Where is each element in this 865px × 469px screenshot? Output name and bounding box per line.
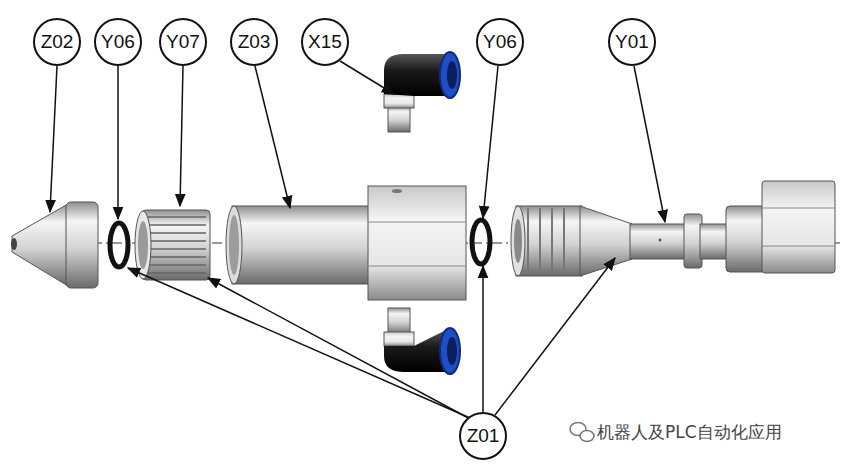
body-part	[226, 186, 466, 300]
callout-label: Y06	[101, 31, 135, 53]
callout-circle: Y06	[94, 18, 142, 66]
nozzle-part	[11, 202, 98, 288]
callout-label: Z01	[467, 425, 500, 447]
callout-circle: Y07	[159, 18, 207, 66]
callout-circle: Y06	[476, 18, 524, 66]
callout-label: Z03	[238, 31, 271, 53]
callout-label: Z02	[41, 31, 74, 53]
watermark-icon	[570, 423, 594, 442]
o-ring	[110, 223, 128, 267]
callout-label: Y07	[166, 31, 200, 53]
callout-circle: Z02	[33, 18, 81, 66]
callout-circle: Y01	[608, 18, 656, 66]
elbow-fitting	[384, 308, 460, 374]
callout-circle: Z03	[230, 18, 278, 66]
callout-circle: X15	[301, 18, 349, 66]
watermark: 机器人及PLC自动化应用	[597, 421, 782, 444]
callout-label: Y01	[615, 31, 649, 53]
knurled-ring	[135, 210, 210, 280]
o-ring	[472, 220, 490, 264]
callout-circle: Z01	[459, 412, 507, 460]
leader-lines	[50, 61, 665, 420]
elbow-fitting	[384, 52, 460, 132]
inlet-part	[511, 181, 835, 276]
callout-label: Y06	[483, 31, 517, 53]
callout-label: X15	[308, 31, 342, 53]
